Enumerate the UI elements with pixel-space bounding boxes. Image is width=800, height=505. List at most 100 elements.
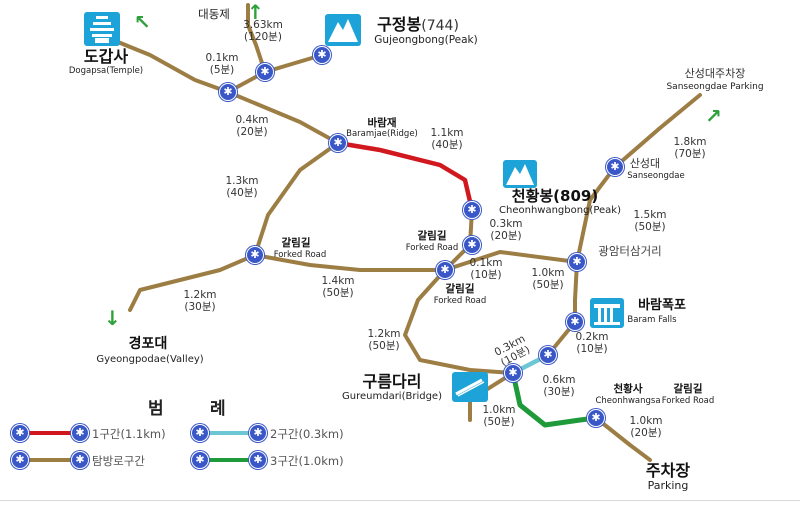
dist-dogapsa-time: (5분): [209, 63, 235, 76]
node-forked3[interactable]: ✱: [463, 236, 481, 254]
dist-east: 1.0km (50분): [531, 267, 565, 291]
dist-east-time: (50분): [532, 278, 564, 291]
trail-forked2-south: [403, 268, 515, 375]
label-parking-sanseong: 산성대주차장: [684, 67, 746, 80]
label-cheonhwangsa-eng: Cheonhwangsa: [595, 396, 661, 406]
legend-item-red: 1구간(1.1km): [92, 427, 166, 441]
dist-park-time: (20분): [630, 426, 662, 439]
label-cheonhwangsa: 천황사: [613, 383, 643, 395]
dist-dogapsa: 0.1km (5분): [205, 52, 239, 76]
label-gyeongpodae-eng: Gyeongpodae(Valley): [96, 354, 204, 365]
arrow-up-right-icon: ↗: [705, 104, 722, 128]
node-daedong-junction[interactable]: ✱: [256, 63, 274, 81]
legend-node-brown-b: ✱: [71, 451, 89, 469]
node-forked2[interactable]: ✱: [436, 261, 454, 279]
dist-dogapsa-km: 0.1km: [205, 52, 239, 64]
legend-node-green-b: ✱: [249, 451, 267, 469]
label-baramfalls-eng: Baram Falls: [627, 315, 677, 325]
label-gureumdari: 구름다리: [362, 372, 422, 391]
dist-falls-km: 0.2km: [575, 331, 609, 343]
dist-gwang-km: 1.5km: [633, 209, 667, 221]
node-cheonhwangbong[interactable]: ✱: [463, 201, 481, 219]
node-gwangamteo[interactable]: ✱: [568, 253, 586, 271]
temple-icon: [84, 12, 120, 46]
trail-forked1-gyeongpo: [128, 253, 257, 312]
dist-mid: 0.1km (10분): [469, 257, 502, 281]
trail-section1-red: [335, 140, 475, 213]
label-daedongje: 대동제: [198, 7, 230, 21]
arrow-down-icon: ↓: [104, 306, 121, 330]
dist-bridge-time: (50분): [483, 415, 515, 428]
trail-dogapsa-baramjae: [116, 40, 340, 145]
dist-daedong: 3.63km (120분): [243, 19, 283, 43]
label-sanseongdae: 산성대: [629, 157, 661, 170]
mountain-icon-gujeong: [325, 14, 361, 46]
label-gureumdari-eng: Gureumdari(Bridge): [342, 391, 442, 402]
node-dogapsa-junction[interactable]: ✱: [219, 83, 237, 101]
label-baramfalls: 바람폭포: [638, 298, 686, 313]
bridge-icon: [452, 372, 488, 402]
legend-node-red-a: ✱: [11, 424, 29, 442]
trail-baramjae-forked1: [253, 141, 340, 257]
dist-south-time: (50분): [368, 339, 400, 352]
dist-green-time: (30분): [543, 385, 575, 398]
legend-item-brown: 탐방로구간: [92, 454, 145, 468]
dist-sanseong-km: 1.8km: [673, 136, 707, 148]
label-forked1: 갈림길: [281, 237, 311, 249]
dist-red-km: 1.1km: [430, 127, 464, 139]
dist-gwang: 1.5km (50분): [633, 209, 667, 233]
label-cheonhwangbong: 천황봉(809): [511, 187, 599, 205]
label-forked4-eng: Forked Road: [661, 396, 715, 406]
legend-node-red-b: ✱: [71, 424, 89, 442]
trail-forked2-east: [443, 250, 579, 272]
label-forked4: 갈림길: [673, 383, 703, 395]
dist-daedong-time: (120분): [244, 30, 282, 43]
label-forked3: 갈림길: [445, 283, 475, 295]
dist-cheon-km: 0.3km: [489, 218, 523, 230]
label-parking-sanseong-eng: Sanseongdae Parking: [666, 82, 764, 92]
node-baramfalls[interactable]: ✱: [566, 313, 584, 331]
node-sanseongdae[interactable]: ✱: [606, 158, 624, 176]
dist-forked-time: (50분): [322, 286, 354, 299]
label-cheonhwangbong-eng: Cheonhwangbong(Peak): [499, 205, 621, 216]
dist-baram: 0.4km (20분): [235, 114, 269, 138]
dist-forked: 1.4km (50분): [321, 275, 354, 299]
label-dogapsa: 도갑사: [83, 47, 129, 66]
dist-baram-km: 0.4km: [235, 114, 269, 126]
dist-west: 1.3km (40분): [225, 175, 258, 199]
dist-south-km: 1.2km: [367, 328, 401, 340]
dist-daedong-km: 3.63km: [243, 19, 283, 31]
legend-item-green: 3구간(1.0km): [270, 454, 344, 468]
trail-daedong-branch: [246, 3, 267, 74]
label-gujeongbong-eng: Gujeongbong(Peak): [374, 34, 478, 46]
dist-red-time: (40분): [431, 138, 463, 151]
dist-west-time: (40분): [226, 186, 258, 199]
legend-node-cyan-b: ✱: [249, 424, 267, 442]
dist-east-km: 1.0km: [531, 267, 565, 279]
dist-gwang-time: (50분): [634, 220, 666, 233]
label-parking-main-eng: Parking: [647, 479, 689, 492]
node-baramjae[interactable]: ✱: [329, 134, 347, 152]
label-forked1-eng: Forked Road: [273, 250, 327, 260]
dist-cheon-time: (20분): [490, 229, 522, 242]
dist-bridge-km: 1.0km: [482, 404, 516, 416]
dist-sanseong-time: (70분): [674, 147, 706, 160]
label-gujeongbong: 구정봉(744): [377, 16, 459, 34]
node-forked1[interactable]: ✱: [246, 246, 264, 264]
dist-park: 1.0km (20분): [629, 415, 663, 439]
node-falls-lower[interactable]: ✱: [539, 346, 557, 364]
label-gwangamteo: 광암터삼거리: [598, 244, 662, 258]
node-gujeongbong[interactable]: ✱: [313, 46, 331, 64]
trail-cheonhwangsa-parking: [594, 416, 652, 462]
node-gureumdari[interactable]: ✱: [504, 364, 522, 382]
dist-gyeong-time: (30분): [184, 300, 216, 313]
bottom-divider: [0, 500, 800, 501]
waterfall-icon: [590, 298, 624, 328]
label-gyeongpodae: 경포대: [128, 336, 168, 352]
node-cheonhwangsa[interactable]: ✱: [587, 409, 605, 427]
dist-mid-time: (10분): [470, 268, 502, 281]
label-forked3-eng: Forked Road: [433, 296, 487, 306]
dist-bridge: 1.0km (50분): [482, 404, 516, 428]
dist-park-km: 1.0km: [629, 415, 663, 427]
